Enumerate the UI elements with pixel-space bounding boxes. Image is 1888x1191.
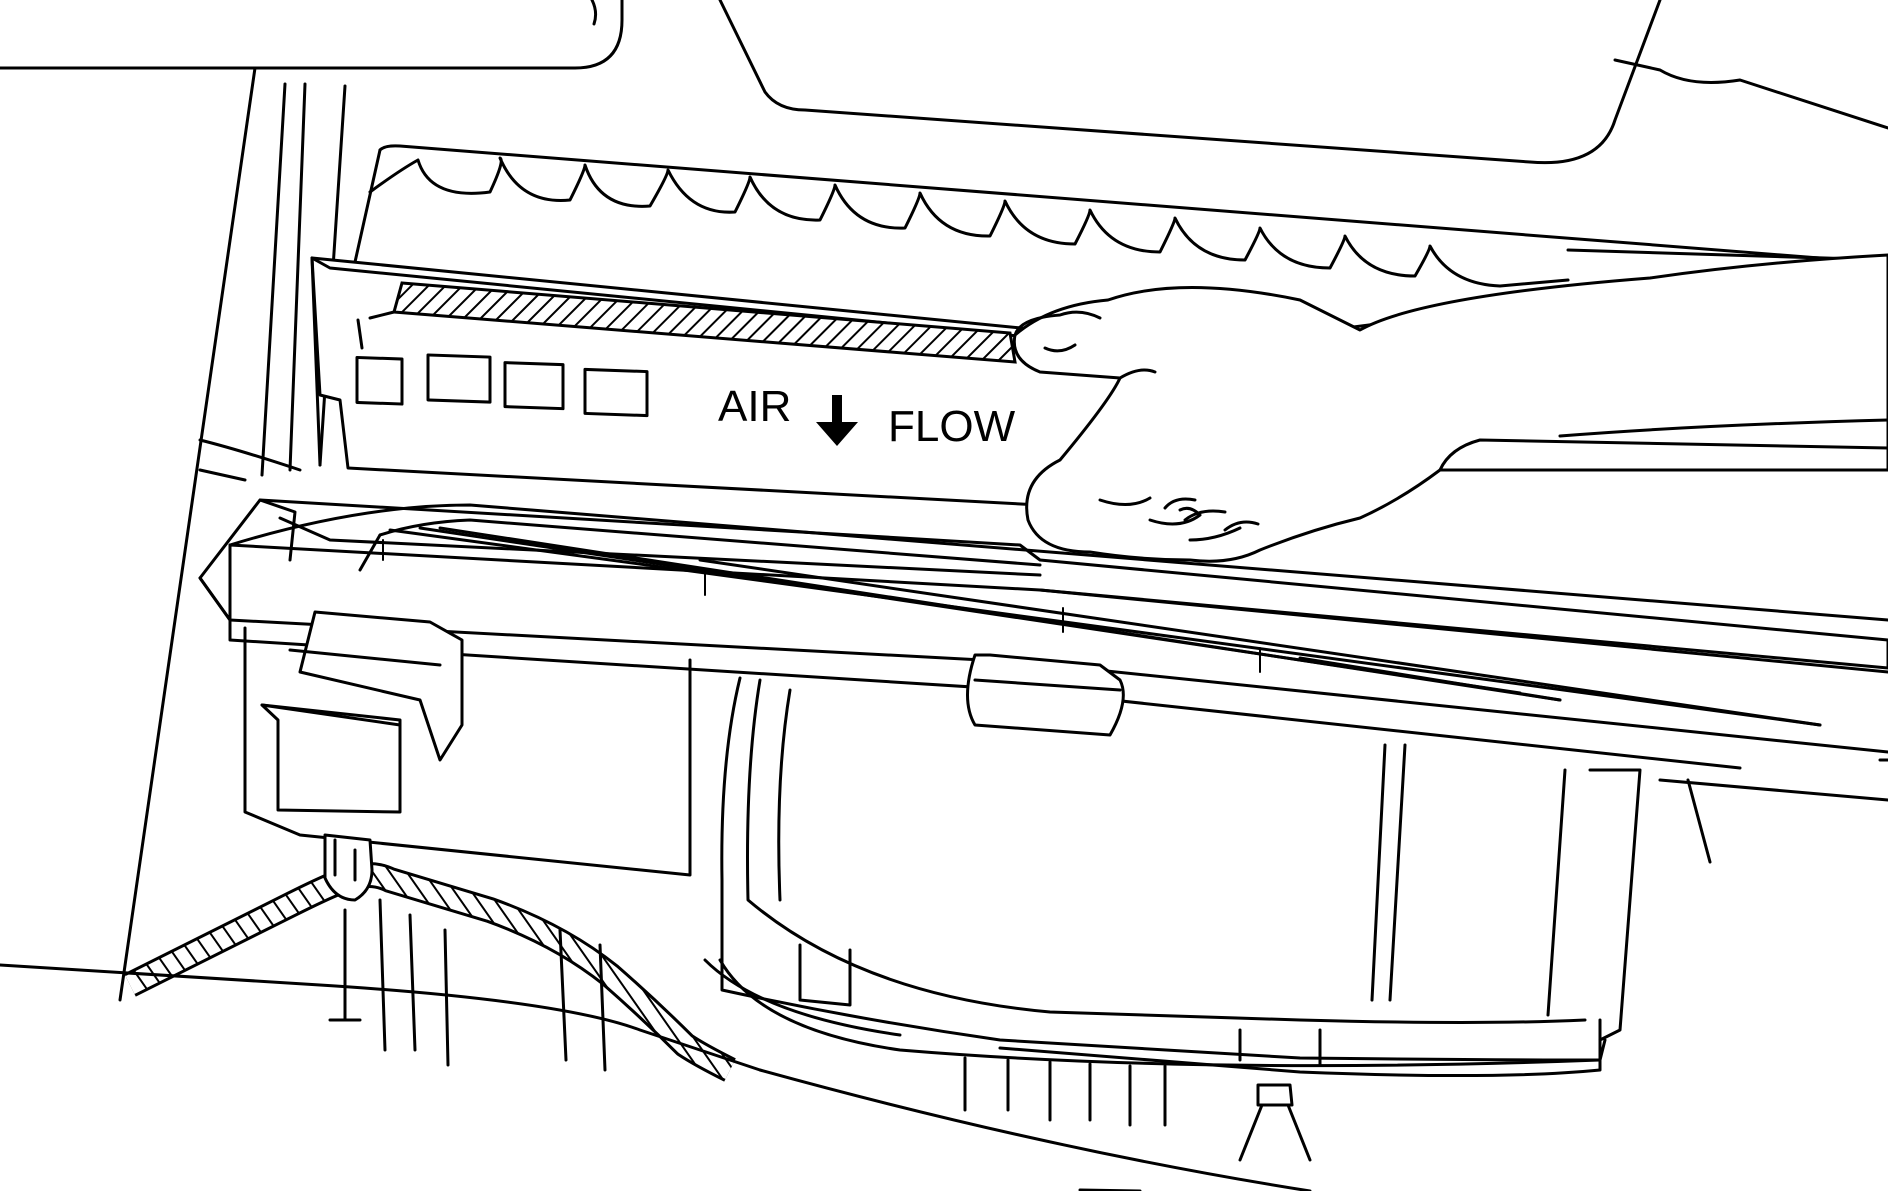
right-frame (198, 438, 1888, 802)
filter-media-hatched-edge (392, 281, 1017, 364)
arrow-down-icon (816, 395, 858, 446)
wiring-harness (124, 833, 736, 1082)
blower-housing (703, 676, 1888, 1127)
filter-housing-tray (198, 498, 1888, 770)
dash-upper-panel (0, 0, 1888, 165)
airflow-label-left: AIR (718, 382, 791, 431)
hand (1012, 253, 1888, 563)
filter-door-latch (966, 653, 1125, 737)
blower-fastener (1238, 1083, 1312, 1162)
left-trim-panel (118, 66, 347, 1002)
airflow-label: AIR FLOW (718, 382, 1016, 451)
left-mounting-clip (243, 610, 692, 877)
airflow-label-right: FLOW (888, 402, 1016, 451)
cabin-air-filter (310, 256, 1144, 507)
